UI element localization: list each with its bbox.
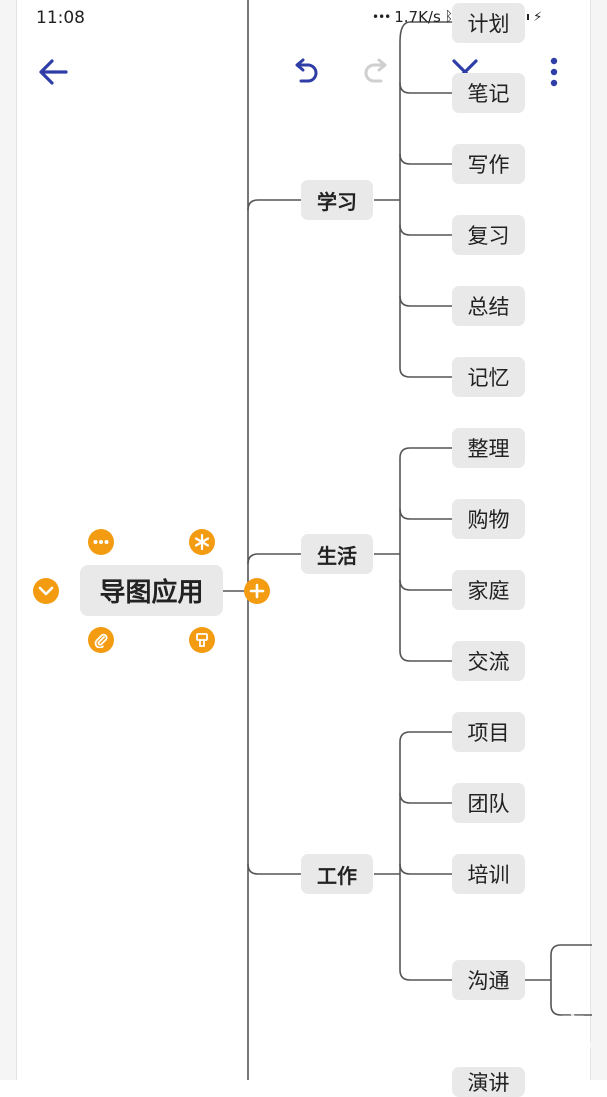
node-more-button[interactable]	[88, 529, 114, 555]
undo-icon	[295, 58, 318, 83]
branch-node-work[interactable]: 工作	[301, 854, 373, 894]
watermark-subtitle: YING JIAN ZHI JIA.COM	[483, 1041, 593, 1050]
child-node[interactable]: 交流	[452, 641, 525, 681]
child-node[interactable]: 沟通	[452, 960, 525, 1000]
child-node[interactable]: 培训	[452, 854, 525, 894]
status-time: 11:08	[36, 8, 85, 28]
watermark-logo-icon	[438, 1006, 476, 1050]
branch-node-study[interactable]: 学习	[301, 180, 373, 220]
back-button[interactable]	[32, 52, 74, 92]
watermark: 硬件之家 YING JIAN ZHI JIA.COM	[437, 1006, 592, 1050]
page-border-left	[16, 0, 17, 1080]
attachment-button[interactable]	[88, 627, 114, 653]
undo-button[interactable]	[284, 52, 326, 92]
page-border-right	[590, 0, 591, 1080]
child-node[interactable]: 写作	[452, 144, 525, 184]
redo-icon	[364, 58, 387, 83]
child-node[interactable]: 演讲	[452, 1067, 525, 1097]
child-node[interactable]: 记忆	[452, 357, 525, 397]
battery-tip	[527, 14, 530, 20]
paperclip-icon	[94, 633, 108, 648]
child-node[interactable]: 家庭	[452, 570, 525, 610]
chevron-down-icon	[38, 586, 54, 596]
child-node[interactable]: 项目	[452, 712, 525, 752]
plus-icon	[249, 583, 265, 599]
ellipsis-icon	[93, 540, 109, 544]
branch-node-life[interactable]: 生活	[301, 534, 373, 574]
charging-icon: ⚡	[533, 9, 543, 25]
network-speed: 1.7K/s	[394, 8, 441, 26]
add-child-button[interactable]	[244, 578, 270, 604]
child-node[interactable]: 购物	[452, 499, 525, 539]
child-node[interactable]: 计划	[452, 3, 525, 43]
redo-button[interactable]	[356, 52, 398, 92]
child-node[interactable]: 笔记	[452, 73, 525, 113]
root-node[interactable]: 导图应用	[80, 565, 223, 616]
node-asterisk-button[interactable]	[189, 529, 215, 555]
asterisk-icon	[194, 534, 210, 550]
arrow-left-icon	[39, 59, 68, 85]
child-node[interactable]: 复习	[452, 215, 525, 255]
child-node[interactable]: 整理	[452, 428, 525, 468]
right-gutter	[591, 0, 607, 1080]
format-painter-button[interactable]	[189, 627, 215, 653]
format-brush-icon	[196, 633, 208, 647]
collapse-button[interactable]	[33, 578, 59, 604]
watermark-text: 硬件之家 YING JIAN ZHI JIA.COM	[483, 1006, 592, 1050]
signal-dots-icon: •••	[372, 10, 391, 24]
bluetooth-icon: ᛒ	[444, 9, 454, 25]
child-node[interactable]: 团队	[452, 783, 525, 823]
watermark-title: 硬件之家	[483, 1012, 587, 1040]
left-gutter	[0, 0, 16, 1080]
child-node[interactable]: 总结	[452, 286, 525, 326]
more-options-button[interactable]	[536, 52, 572, 92]
more-vertical-icon	[550, 57, 558, 87]
